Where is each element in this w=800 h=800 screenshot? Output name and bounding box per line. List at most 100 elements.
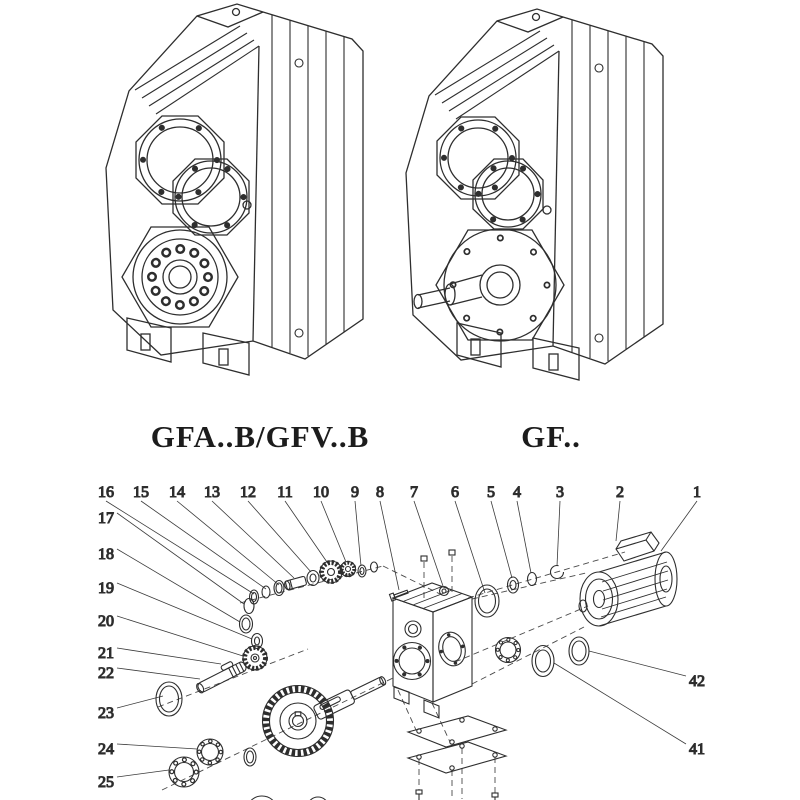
cover-bolts [415,789,499,800]
callout-25: 25 [98,774,114,791]
ball-bearing [494,636,522,664]
callout-2: 2 [616,484,624,501]
callout-42: 42 [689,673,705,690]
output-shaft [313,676,387,720]
callout-24: 24 [98,741,114,758]
side-bolt-hole [594,63,604,73]
flange-gasket [474,584,500,618]
callout-8: 8 [376,484,384,501]
top-cap [196,7,264,28]
washer [243,747,257,767]
motor-shaft [578,599,588,613]
callout-41: 41 [689,741,705,758]
cooling-fins [434,30,560,120]
side-bolt-hole [294,58,304,68]
front-bore [392,641,432,681]
front-edge [252,45,260,342]
motor [578,531,678,627]
oil-seal [155,681,183,717]
washer [273,579,285,597]
lifting-hole [531,12,541,22]
callout-15: 15 [133,484,149,501]
cutoff-parts [250,795,327,800]
oil-seal-41 [531,644,555,678]
side-bolt-hole [294,328,304,338]
keyway [294,711,302,717]
intermediate-gear [242,645,268,671]
lower-bore [172,158,250,236]
callout-14: 14 [169,484,185,501]
output-rings [494,636,590,678]
callout-22: 22 [98,665,114,682]
intermediate-parts [196,597,268,694]
bolt-head [420,555,428,562]
lower-bore [472,158,544,230]
stud-bolt [388,589,409,602]
gearbox-right-drawing [405,8,664,381]
oil-plug [542,205,552,215]
callout-7: 7 [410,484,418,501]
exploded-parts-diagram: 16 15 14 13 12 11 10 9 8 7 6 5 4 3 2 1 1… [97,483,706,800]
upper-bore [436,116,520,200]
input-gear-cluster [248,560,379,605]
callout-13: 13 [204,484,220,501]
bolt-head [448,549,456,556]
callout-16: 16 [98,484,114,501]
side-ribs [571,20,645,361]
side-ribs [271,15,345,356]
callout-1: 1 [693,484,701,501]
housing [391,549,474,719]
housing-foot [393,686,410,705]
oil-plug [242,200,252,210]
ball-bearing [168,756,200,788]
housing-foot [423,699,440,719]
side-opening [438,631,466,667]
washer [306,569,320,587]
output-shaft [413,274,483,310]
housing-silhouette [405,8,664,365]
callout-11: 11 [277,484,292,501]
callout-23: 23 [98,705,114,722]
callouts: 16 15 14 13 12 11 10 9 8 7 6 5 4 3 2 1 1… [97,483,705,791]
top-cap [496,12,564,33]
callout-4: 4 [513,484,521,501]
gasket [406,741,508,774]
seal-ring [238,614,254,634]
callout-12: 12 [240,484,256,501]
mounting-feet [126,317,250,376]
callout-17: 17 [98,510,114,527]
gearbox-left-drawing [105,3,364,376]
callout-10: 10 [313,484,329,501]
eyebolt [438,585,450,597]
output-gear [261,684,335,758]
shim-ring [261,585,271,599]
small-gear [339,560,357,578]
callout-6: 6 [451,484,459,501]
retaining-ring [243,597,255,615]
upper-bore [135,115,225,205]
washer [506,576,520,594]
front-edge [552,50,560,347]
spacer-sleeve [284,575,307,591]
pinion-shaft [196,661,247,694]
terminal-box [615,531,660,562]
ball-bearing [196,738,224,766]
circlip [549,564,565,580]
model-label-right: GF.. [521,419,581,454]
callout-5: 5 [487,484,495,501]
callout-19: 19 [98,580,114,597]
cooling-fins [134,25,260,115]
leader-lines [105,500,698,778]
assembly-axes [157,551,626,799]
keyway [319,696,341,710]
callout-9: 9 [351,484,359,501]
output-flange [435,228,565,342]
callout-21: 21 [98,645,114,662]
callout-18: 18 [98,546,114,563]
output-bearing [121,226,239,328]
cover-plate [406,715,508,748]
washer [250,632,264,650]
washer [526,571,538,587]
front-small-bore [404,620,422,638]
